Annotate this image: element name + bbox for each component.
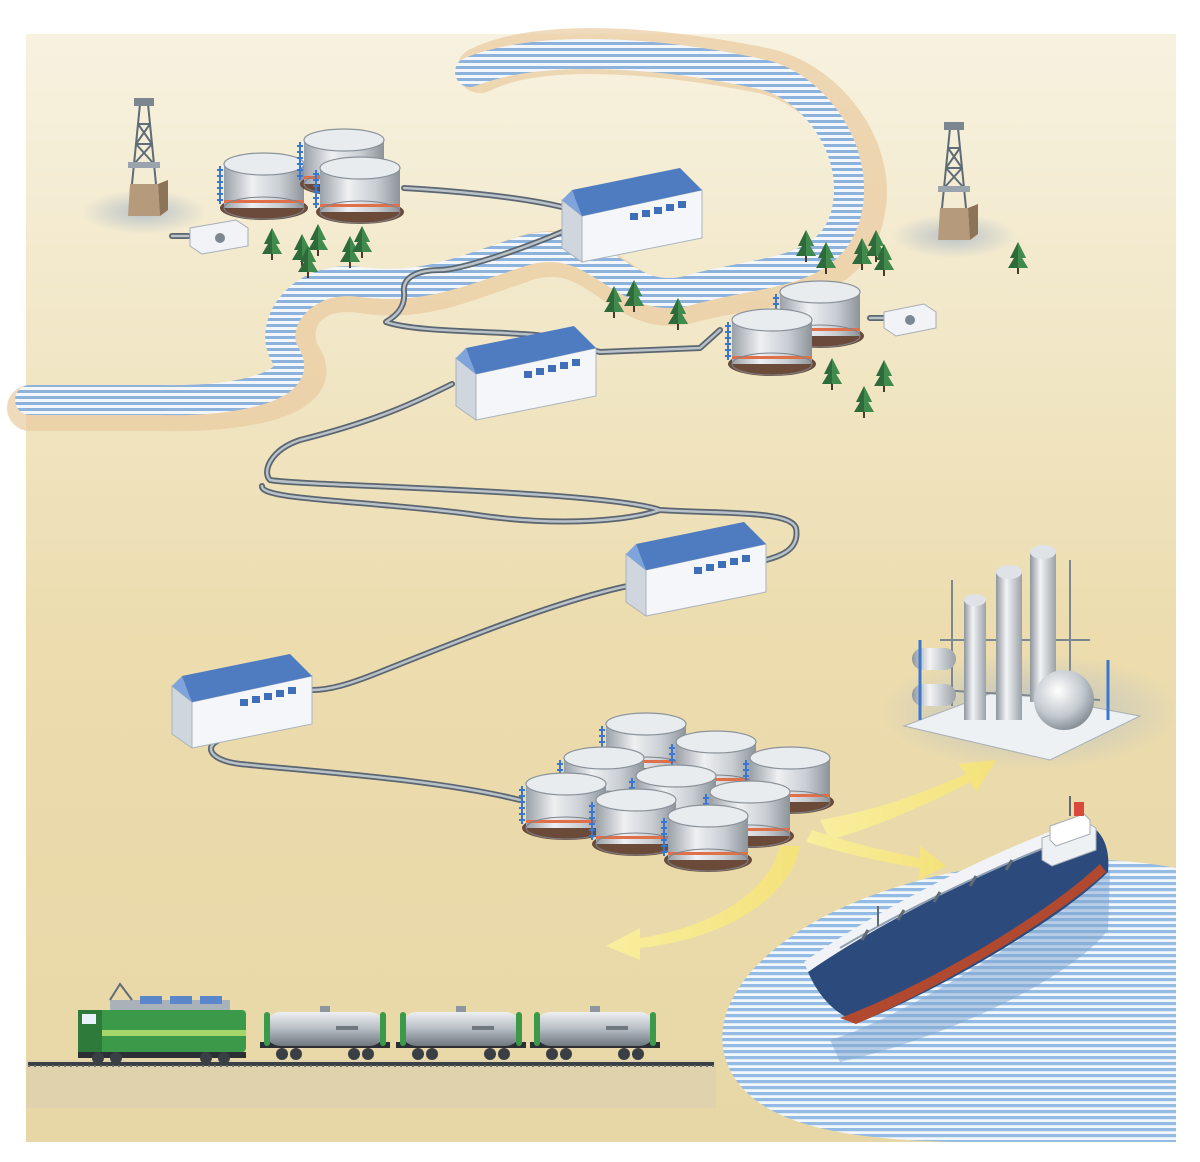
spherical-tank [1034,670,1094,730]
refinery-icon [880,545,1180,770]
distillation-column [964,594,986,720]
horizontal-vessel [912,648,956,706]
storage-tank-icon [660,804,753,873]
direction-arrow-icon [606,760,996,960]
storage-tank-icon [216,152,309,221]
ship-superstructure [1041,796,1097,867]
storage-tank-icon [312,156,405,225]
wellhead-box [883,303,937,337]
oil-field-west [81,97,405,278]
locomotive-icon [78,982,246,1064]
oil-field-east [604,121,1028,418]
distillation-column [996,565,1022,720]
tanker-ship-icon [804,796,1110,1062]
river [7,28,887,432]
storage-tank-icon [724,308,817,377]
railway [26,1060,716,1108]
wellhead-box [189,219,249,255]
